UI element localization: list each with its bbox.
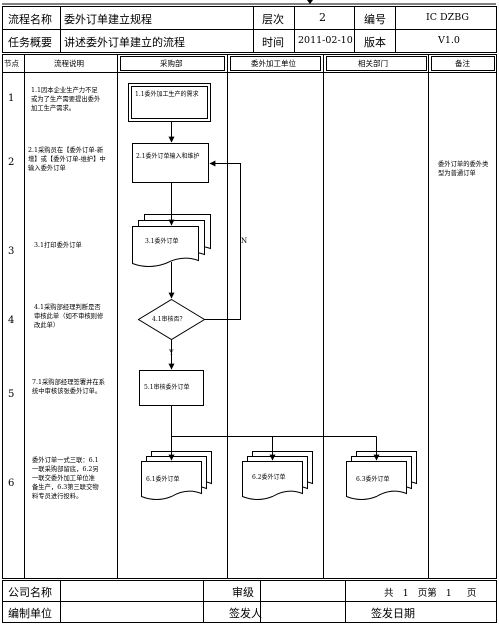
header-grid bbox=[2, 6, 497, 53]
step-3-label: 3.1委外订单 bbox=[145, 238, 179, 245]
approve-label: 审级 bbox=[232, 586, 254, 599]
yes-branch-label: Y bbox=[169, 349, 174, 357]
page-total: 1 bbox=[402, 588, 409, 599]
remarks-text: 委外订单的委外类型为普通订单 bbox=[438, 161, 489, 177]
column-purchasing: 采购部 bbox=[160, 59, 183, 68]
level-label: 层次 bbox=[262, 13, 284, 26]
row-3-node: 3 bbox=[8, 246, 15, 257]
page-total-prefix: 共 bbox=[384, 588, 394, 599]
page-mid: 页第 bbox=[417, 588, 437, 599]
step-6-1-label: 6.1委外订单 bbox=[146, 476, 180, 483]
page-current: 1 bbox=[445, 588, 452, 599]
process-name-value: 委外订单建立规程 bbox=[64, 13, 152, 26]
step-1-label: 1.1委外加工生产的需求 bbox=[135, 91, 199, 98]
step-1-box bbox=[128, 83, 211, 122]
row-4-description: 4.1采购部经理判断是否审核此单（如不审核则修改此单） bbox=[34, 304, 104, 329]
issuer-label: 签发人 bbox=[229, 607, 262, 620]
time-label: 时间 bbox=[262, 36, 284, 49]
version-value: V1.0 bbox=[438, 35, 460, 46]
page-suffix: 页 bbox=[466, 588, 477, 599]
step-2-box bbox=[132, 143, 209, 183]
column-related: 相关部门 bbox=[358, 59, 388, 68]
row-2-description: 2.1采购员在【委外订单-新增】或【委外订单-维护】中输入委外订单 bbox=[28, 147, 106, 172]
time-value: 2011-02-10 bbox=[298, 35, 353, 46]
column-subcontractor: 委外加工单位 bbox=[251, 59, 296, 68]
step-3-document bbox=[132, 226, 199, 267]
compiler-label: 编制单位 bbox=[8, 607, 52, 620]
process-name-label: 流程名称 bbox=[8, 13, 52, 26]
row-1-description: 1.1因本企业生产力不足或为了生产需要提出委外加工生产需求。 bbox=[31, 87, 101, 112]
column-node: 节点 bbox=[4, 59, 19, 68]
step-2-label: 2.1委外订单输入和维护 bbox=[136, 153, 200, 160]
row-2-node: 2 bbox=[8, 157, 15, 168]
summary-label: 任务概要 bbox=[8, 36, 52, 49]
no-branch-label: N bbox=[241, 237, 248, 245]
page-indicator: 共 1 页第 1 页 bbox=[384, 585, 476, 599]
row-6-node: 6 bbox=[8, 478, 15, 489]
row-3-description: 3.1打印委外订单 bbox=[34, 242, 82, 249]
step-5-label: 5.1审核委外订单 bbox=[144, 384, 190, 391]
column-remarks: 备注 bbox=[455, 59, 470, 68]
row-1-node: 1 bbox=[8, 93, 15, 104]
step-6-3-document bbox=[346, 461, 407, 500]
company-label: 公司名称 bbox=[8, 586, 52, 599]
column-description: 流程说明 bbox=[54, 59, 84, 68]
summary-value: 讲述委外订单建立的流程 bbox=[64, 36, 185, 49]
step-5-box bbox=[139, 370, 204, 406]
code-label: 编号 bbox=[364, 13, 386, 26]
row-4-node: 4 bbox=[8, 315, 15, 326]
footer-grid bbox=[2, 580, 497, 623]
row-6-description: 委外订单一式三联：6.1一联采购部留底，6.2另一联交委外加工单位准备生产，6.… bbox=[32, 457, 99, 500]
issue-date-label: 签发日期 bbox=[371, 607, 415, 620]
step-6-3-label: 6.3委外订单 bbox=[356, 476, 390, 483]
row-5-node: 5 bbox=[8, 389, 15, 400]
version-label: 版本 bbox=[364, 36, 386, 49]
step-6-2-label: 6.2委外订单 bbox=[252, 474, 286, 481]
row-5-description: 7.1采购部经理签署并在系统中审核该张委外订单。 bbox=[32, 379, 105, 395]
code-value: IC DZBG bbox=[426, 12, 470, 23]
body-grid bbox=[2, 54, 497, 579]
step-6-1-document bbox=[141, 461, 202, 500]
level-value: 2 bbox=[319, 11, 326, 24]
step-6-2-document bbox=[242, 461, 303, 500]
step-4-label: 4.1审核否？ bbox=[152, 316, 186, 323]
